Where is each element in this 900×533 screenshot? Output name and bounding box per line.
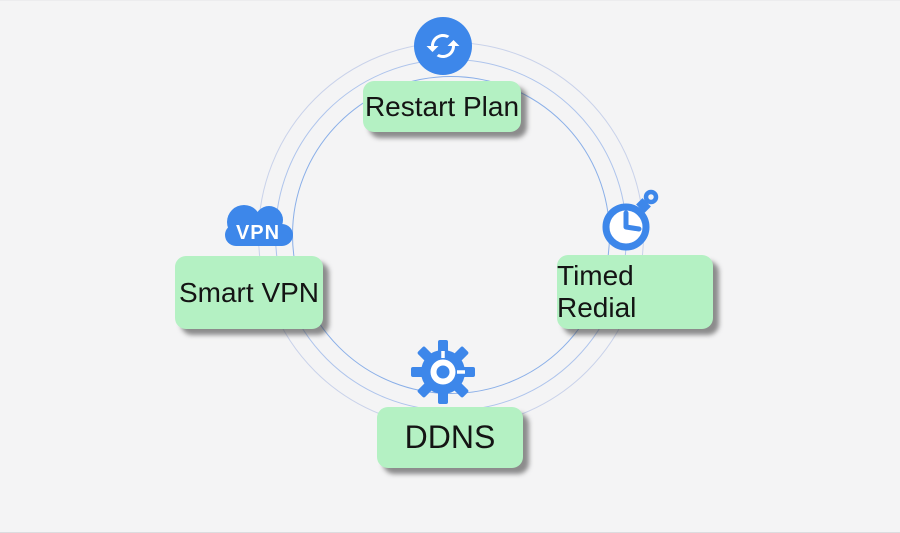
ddns-button[interactable]: DDNS [377, 407, 523, 468]
ddns-label: DDNS [404, 419, 496, 455]
restart-plan-button[interactable]: Restart Plan [363, 81, 521, 132]
stopwatch-icon [597, 189, 661, 259]
timed-redial-button[interactable]: Timed Redial [557, 255, 713, 329]
smart-vpn-label: Smart VPN [178, 276, 320, 308]
vpn-cloud-glyph: VPN [225, 205, 293, 246]
sync-icon [414, 17, 472, 75]
stopwatch-glyph [602, 189, 659, 251]
sync-icon-glyph [426, 34, 460, 58]
restart-plan-label: Restart Plan [364, 90, 520, 122]
smart-vpn-button[interactable]: Smart VPN [175, 256, 323, 329]
vpn-cloud-text: VPN [236, 222, 280, 244]
gear-icon [411, 340, 475, 404]
gear-glyph [411, 340, 475, 404]
timed-redial-label: Timed Redial [557, 260, 637, 323]
vpn-cloud-icon: VPN [220, 198, 298, 252]
